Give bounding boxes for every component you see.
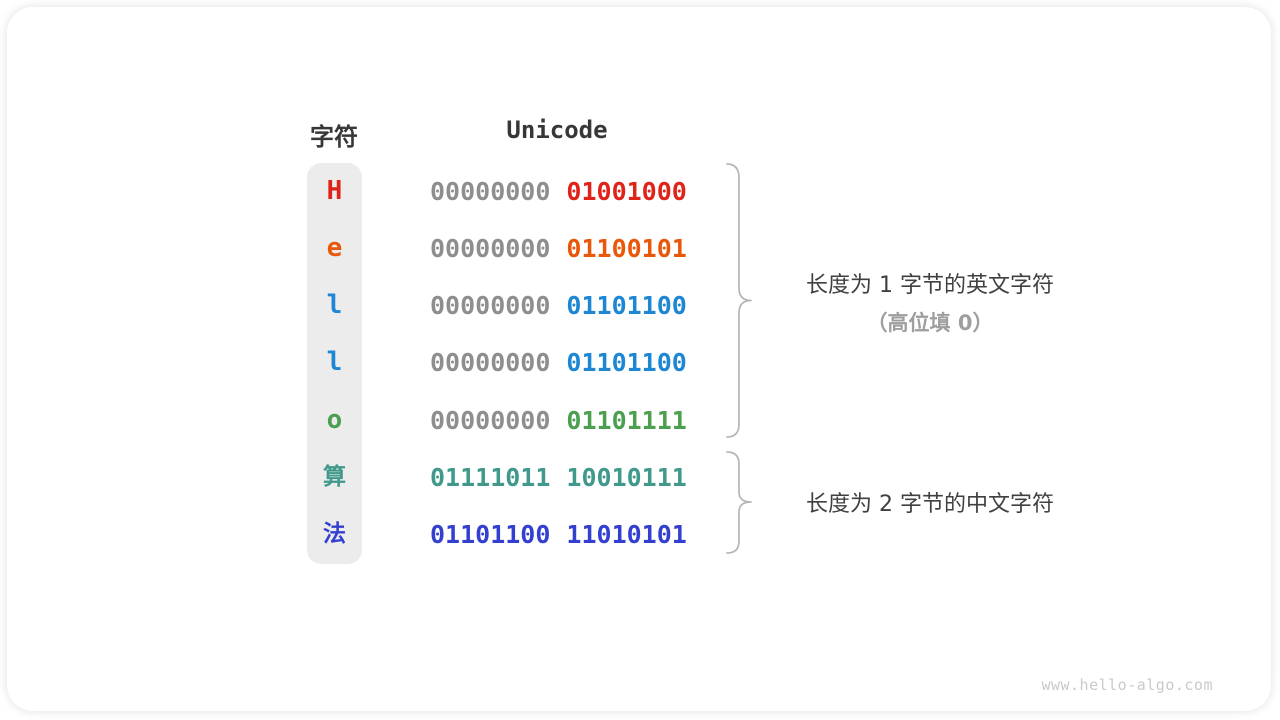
table-row: 算 01111011 10010111 xyxy=(307,449,767,506)
unicode-binary: 00000000 01101100 xyxy=(430,277,687,334)
high-byte: 00000000 xyxy=(430,177,551,206)
annotation-english-chars: 长度为 1 字节的英文字符 （高位填 0） xyxy=(740,267,1120,337)
char-cell: o xyxy=(326,404,343,435)
unicode-binary: 00000000 01100101 xyxy=(430,220,687,277)
low-byte: 01101100 xyxy=(566,291,687,321)
high-byte: 00000000 xyxy=(430,348,551,378)
unicode-column-header: Unicode xyxy=(506,116,608,144)
high-byte: 00000000 xyxy=(430,234,551,264)
unicode-binary: 00000000 01101111 xyxy=(430,392,687,449)
table-row: e 00000000 01100101 xyxy=(307,220,767,277)
char-cell: H xyxy=(326,176,343,206)
char-cell: 法 xyxy=(323,520,346,547)
watermark: www.hello-algo.com xyxy=(1041,676,1213,694)
low-byte: 01100101 xyxy=(566,234,687,264)
low-byte: 11010101 xyxy=(566,519,687,549)
low-byte: 01001000 xyxy=(566,177,687,206)
figure-card xyxy=(7,7,1271,711)
table-row: H 00000000 01001000 xyxy=(307,163,767,220)
high-byte: 00000000 xyxy=(430,291,551,321)
unicode-binary: 00000000 01101100 xyxy=(430,334,687,391)
char-cell: l xyxy=(326,347,343,378)
high-byte: 01101100 xyxy=(430,519,551,549)
unicode-table-rows: H 00000000 01001000 e 00000000 01100101 l 00000… xyxy=(307,163,767,563)
char-cell: l xyxy=(326,290,343,321)
annotation-english-line1: 长度为 1 字节的英文字符 xyxy=(806,273,1054,298)
table-row: o 00000000 01101111 xyxy=(307,392,767,449)
low-byte: 10010111 xyxy=(566,462,687,492)
annotation-chinese-line1: 长度为 2 字节的中文字符 xyxy=(806,492,1054,517)
char-cell: e xyxy=(326,233,343,264)
char-cell: 算 xyxy=(323,463,346,490)
table-row: l 00000000 01101100 xyxy=(307,334,767,391)
annotation-chinese-chars: 长度为 2 字节的中文字符 xyxy=(740,486,1120,518)
low-byte: 01101100 xyxy=(566,348,687,378)
low-byte: 01101111 xyxy=(566,405,687,435)
high-byte: 01111011 xyxy=(430,462,551,492)
table-row: 法 01101100 11010101 xyxy=(307,506,767,563)
char-column-header: 字符 xyxy=(310,123,358,151)
annotation-english-line2: （高位填 0） xyxy=(866,311,994,335)
table-row: l 00000000 01101100 xyxy=(307,277,767,334)
unicode-binary: 00000000 01001000 xyxy=(430,163,687,220)
unicode-binary: 01111011 10010111 xyxy=(430,449,687,506)
high-byte: 00000000 xyxy=(430,405,551,435)
char-column-background xyxy=(307,163,362,564)
unicode-binary: 01101100 11010101 xyxy=(430,506,687,563)
